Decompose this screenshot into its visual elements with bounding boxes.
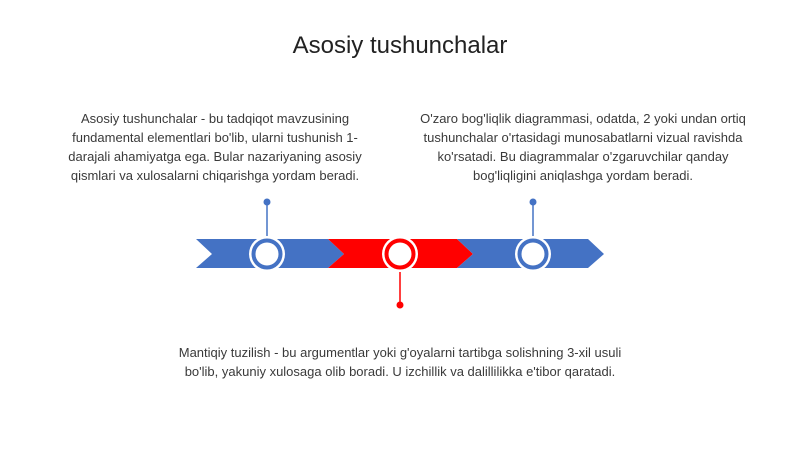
milestone-marker-1 xyxy=(249,236,285,272)
connector-dot-1 xyxy=(263,198,271,206)
step-1-description: Asosiy tushunchalar - bu tadqiqot mavzus… xyxy=(68,111,362,183)
step-2-description: Mantiqiy tuzilish - bu argumentlar yoki … xyxy=(178,345,622,379)
milestone-marker-3 xyxy=(515,236,551,272)
connector-dot-2 xyxy=(396,301,404,309)
connector-dot-3 xyxy=(529,198,537,206)
step-3-description: O'zaro bog'liqlik diagrammasi, odatda, 2… xyxy=(420,111,746,183)
slide-title: Asosiy tushunchalar xyxy=(292,32,508,59)
milestone-marker-2 xyxy=(382,236,418,272)
